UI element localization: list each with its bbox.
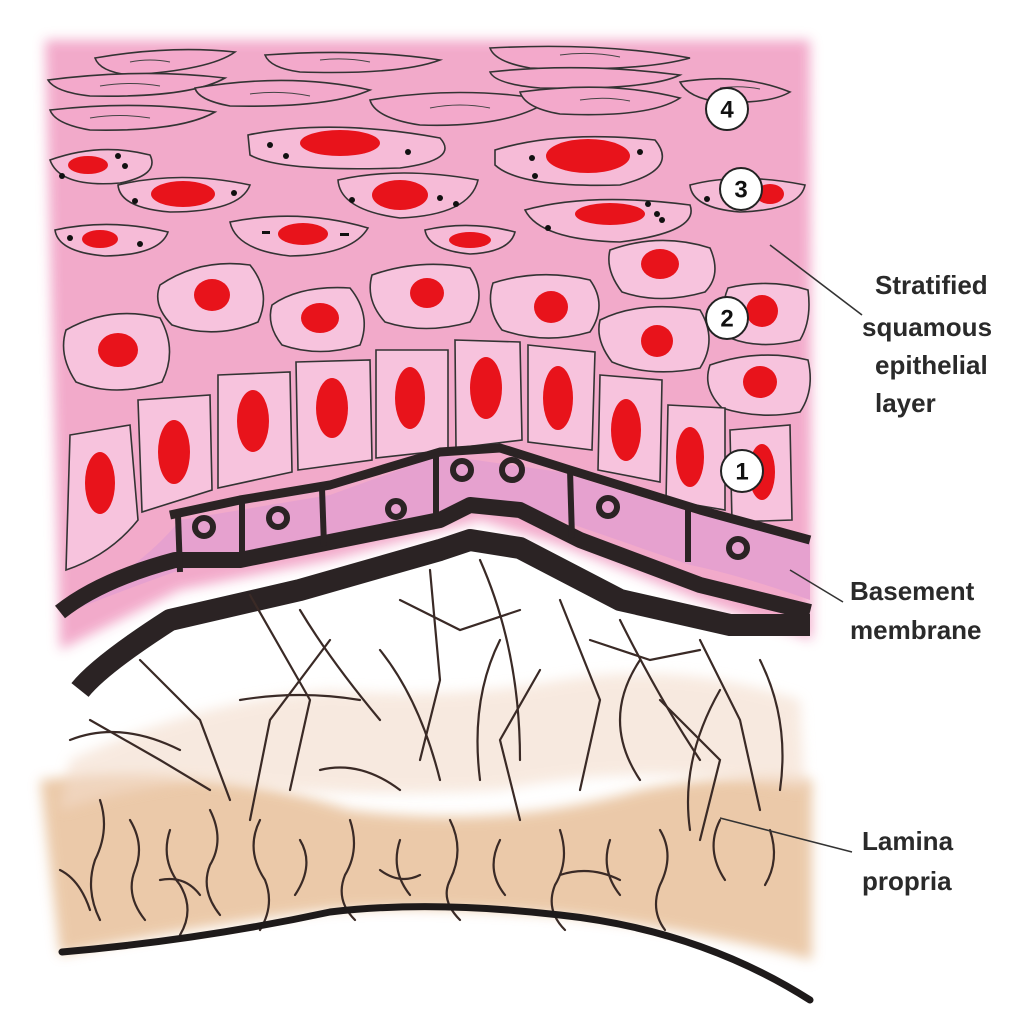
svg-text:squamous: squamous — [862, 312, 992, 342]
svg-text:layer: layer — [875, 388, 936, 418]
layer-marker-4: 4 — [706, 88, 748, 130]
svg-text:Stratified: Stratified — [875, 270, 988, 300]
svg-text:propria: propria — [862, 866, 952, 896]
svg-text:Lamina: Lamina — [862, 826, 954, 856]
layer-marker-2: 2 — [706, 297, 748, 339]
layer-marker-3-text: 3 — [734, 177, 747, 204]
label-lamina-propria: Lamina propria — [862, 826, 954, 896]
svg-text:membrane: membrane — [850, 615, 982, 645]
label-basement-membrane: Basement membrane — [850, 576, 982, 645]
lamina-propria-region — [40, 774, 812, 960]
layer-marker-3: 3 — [720, 168, 762, 210]
layer-marker-2-text: 2 — [720, 306, 733, 333]
label-stratified-squamous-epithelial-layer: Stratified squamous epithelial layer — [862, 270, 992, 418]
svg-text:epithelial: epithelial — [875, 350, 988, 380]
layer-marker-4-text: 4 — [720, 97, 734, 124]
svg-text:Basement: Basement — [850, 576, 975, 606]
layer-marker-1: 1 — [721, 450, 763, 492]
layer-marker-1-text: 1 — [735, 459, 748, 486]
